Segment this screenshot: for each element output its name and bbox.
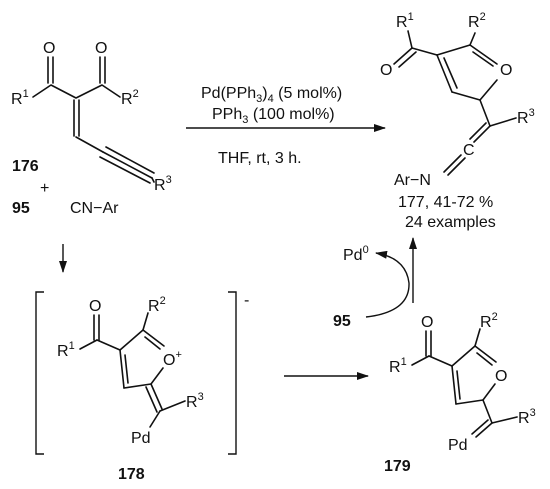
isocyanide-formula: CN−Ar [70,200,119,217]
r3-label-177: R3 [517,107,535,127]
compound-179-label: 179 [384,458,411,475]
charge-minus: - [244,292,249,309]
atom-o-ring-179: O [495,368,507,385]
atom-o-carbonyl-178: O [89,298,101,315]
curved-arrow-pd0 [365,250,410,318]
r1-label: R1 [11,88,29,108]
atom-o-carbonyl-177: O [380,62,392,79]
r1-label-177: R1 [396,11,414,31]
intermediate-178-structure: - O R1 R2 O+ R3 Pd [35,291,249,455]
compound-177-structure: R1 R2 O O R3 C Ar−N [380,11,535,189]
compound-178-label: 178 [118,466,145,483]
compound-95-label: 95 [12,200,30,217]
r3-label: R3 [154,174,172,194]
left-bracket [35,291,44,455]
atom-o-ring-178: O+ [163,349,182,369]
compound-176-label: 176 [12,158,39,175]
atom-o-right: O [95,40,107,57]
pd-label-179: Pd [448,437,468,454]
compound-179-structure: O R1 R2 O R3 Pd [389,311,536,454]
atom-o-ring-177: O [500,62,512,79]
atom-o-carbonyl-179: O [421,314,433,331]
r2-label: R2 [121,88,139,108]
right-bracket [228,291,237,455]
compound-177-examples: 24 examples [405,214,496,231]
pd-label-178: Pd [131,430,151,447]
r3-label-178: R3 [186,391,204,411]
r2-label-178: R2 [148,295,166,315]
atom-c-ketenimine: C [463,142,475,159]
pd0-label: Pd0 [343,244,369,264]
r1-label-178: R1 [57,340,75,360]
plus-sign: + [40,180,49,197]
r3-label-179: R3 [518,407,536,427]
compound-176-structure: O O R1 R2 R3 [11,40,172,194]
condition-catalyst: Pd(PPh3)4 (5 mol%) [201,85,342,105]
condition-ligand: PPh3 (100 mol%) [212,106,335,126]
r2-label-177: R2 [468,11,486,31]
compound-177-caption: 177, 41-72 % [398,194,493,211]
atom-o-left: O [43,40,55,57]
r1-label-179: R1 [389,356,407,376]
r2-label-179: R2 [480,311,498,331]
ar-n-label: Ar−N [394,172,431,189]
compound-95-cycle-label: 95 [333,313,351,330]
condition-solvent-time: THF, rt, 3 h. [218,150,302,167]
